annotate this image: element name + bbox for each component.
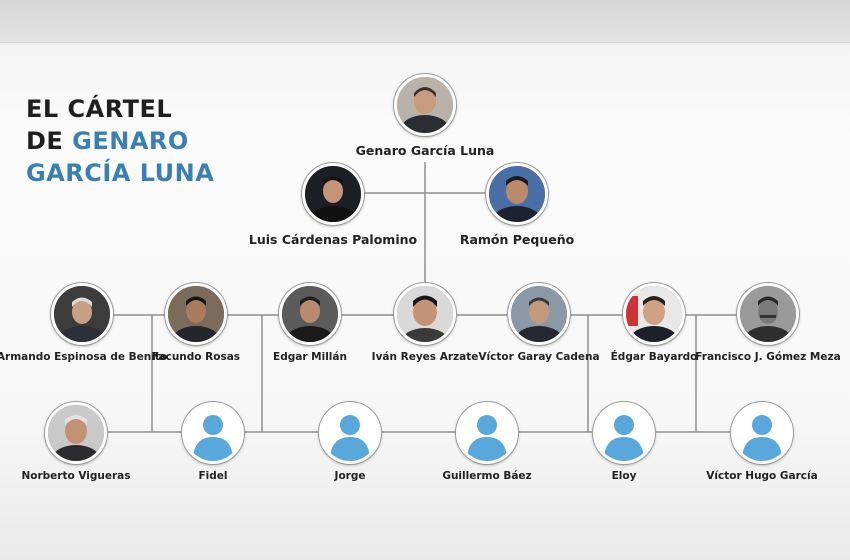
title-line-1: EL CÁRTEL <box>26 95 173 123</box>
avatar <box>737 283 799 345</box>
node-name: Iván Reyes Arzate <box>371 351 479 363</box>
node-jorge: Jorge <box>260 402 440 482</box>
node-name: Francisco J. Gómez Meza <box>695 351 841 363</box>
node-ivan: Iván Reyes Arzate <box>335 283 515 363</box>
avatar <box>279 283 341 345</box>
node-victor-garay: Víctor Garay Cadena <box>449 283 629 363</box>
top-band <box>0 0 850 43</box>
title-accent-1: GENARO <box>72 127 189 155</box>
node-name: Jorge <box>334 470 366 482</box>
node-genaro: Genaro García Luna <box>335 74 515 158</box>
node-name: Guillermo Báez <box>442 470 532 482</box>
node-name: Édgar Bayardo <box>610 351 698 363</box>
title-line-3: GARCÍA LUNA <box>26 159 215 187</box>
title-line-2: DE GENARO <box>26 125 214 157</box>
node-name: Eloy <box>611 470 637 482</box>
node-facundo: Facundo Rosas <box>106 283 286 363</box>
node-edgar-bayardo: Édgar Bayardo <box>564 283 744 363</box>
node-name: Luis Cárdenas Palomino <box>248 232 418 247</box>
node-edgar-millan: Edgar Millán <box>220 283 400 363</box>
avatar <box>302 163 364 225</box>
avatar <box>165 283 227 345</box>
node-ramon: Ramón Pequeño <box>427 163 607 247</box>
node-luis: Luis Cárdenas Palomino <box>243 163 423 247</box>
avatar <box>394 283 456 345</box>
node-name: Edgar Millán <box>273 351 347 363</box>
avatar <box>45 402 107 464</box>
placeholder-avatar-icon <box>319 402 381 464</box>
node-name: Genaro García Luna <box>355 143 495 158</box>
title-prefix: DE <box>26 127 73 155</box>
node-name: Ramón Pequeño <box>459 232 575 247</box>
node-francisco: Francisco J. Gómez Meza <box>678 283 850 363</box>
node-name: Fidel <box>198 470 228 482</box>
node-eloy: Eloy <box>534 402 714 482</box>
avatar <box>394 74 456 136</box>
node-name: Víctor Garay Cadena <box>478 351 600 363</box>
placeholder-avatar-icon <box>456 402 518 464</box>
avatar <box>623 283 685 345</box>
placeholder-avatar-icon <box>731 402 793 464</box>
diagram-title: EL CÁRTEL DE GENARO GARCÍA LUNA <box>26 93 214 189</box>
node-name: Facundo Rosas <box>151 351 241 363</box>
node-name: Víctor Hugo García <box>706 470 818 482</box>
avatar <box>508 283 570 345</box>
node-armando: Armando Espinosa de Benito <box>0 283 172 363</box>
node-fidel: Fidel <box>123 402 303 482</box>
node-name: Norberto Vigueras <box>21 470 131 482</box>
node-norberto: Norberto Vigueras <box>0 402 166 482</box>
node-guillermo: Guillermo Báez <box>397 402 577 482</box>
node-name: Armando Espinosa de Benito <box>0 351 168 363</box>
placeholder-avatar-icon <box>593 402 655 464</box>
placeholder-avatar-icon <box>182 402 244 464</box>
avatar <box>51 283 113 345</box>
node-victor-hugo: Víctor Hugo García <box>672 402 850 482</box>
avatar <box>486 163 548 225</box>
